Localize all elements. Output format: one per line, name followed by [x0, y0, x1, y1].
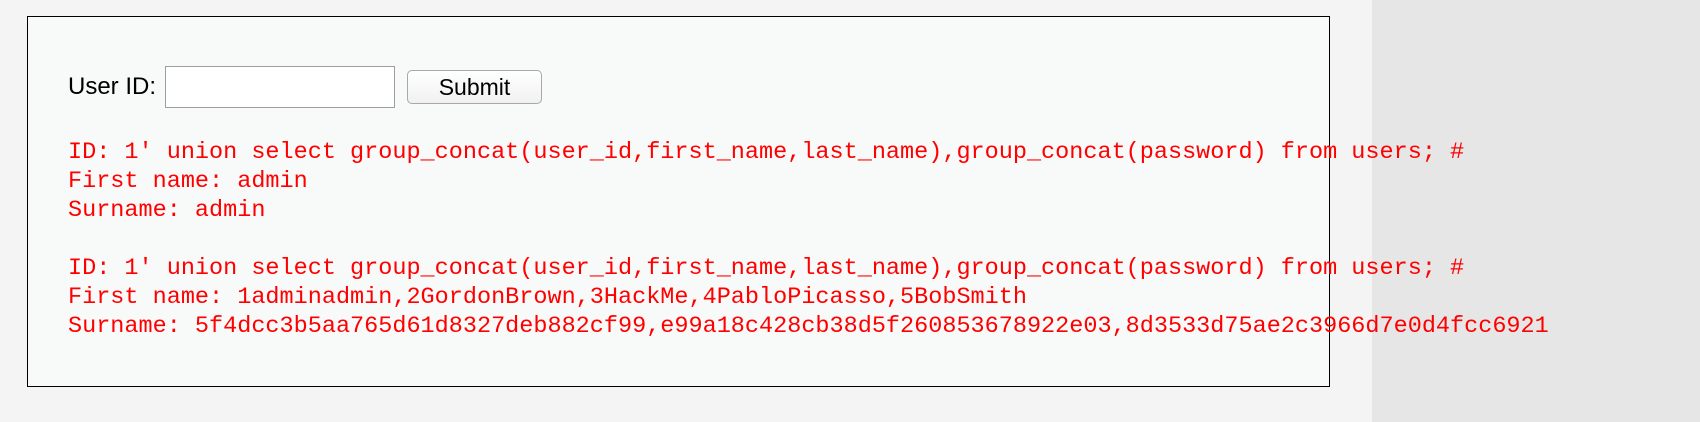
result-id-line: ID: 1' union select group_concat(user_id… [68, 139, 1465, 166]
right-side-panel [1372, 0, 1700, 422]
result-first-name-line: First name: 1adminadmin,2GordonBrown,3Ha… [68, 284, 1027, 311]
result-surname-line: Surname: admin [68, 197, 266, 224]
vulnerable-code-area: User ID: Submit ID: 1' union select grou… [27, 16, 1549, 387]
result-first-name-line: First name: admin [68, 168, 308, 195]
user-id-input[interactable] [165, 66, 396, 108]
user-id-label: User ID: [68, 73, 157, 100]
result-surname-line: Surname: 5f4dcc3b5aa765d61d8327deb882cf9… [68, 313, 1549, 340]
user-id-form: User ID: Submit [68, 65, 543, 109]
query-result-1: ID: 1' union select group_concat(user_id… [68, 138, 1464, 225]
query-result-2: ID: 1' union select group_concat(user_id… [68, 254, 1549, 341]
submit-button[interactable]: Submit [407, 70, 543, 104]
result-id-line: ID: 1' union select group_concat(user_id… [68, 255, 1465, 282]
